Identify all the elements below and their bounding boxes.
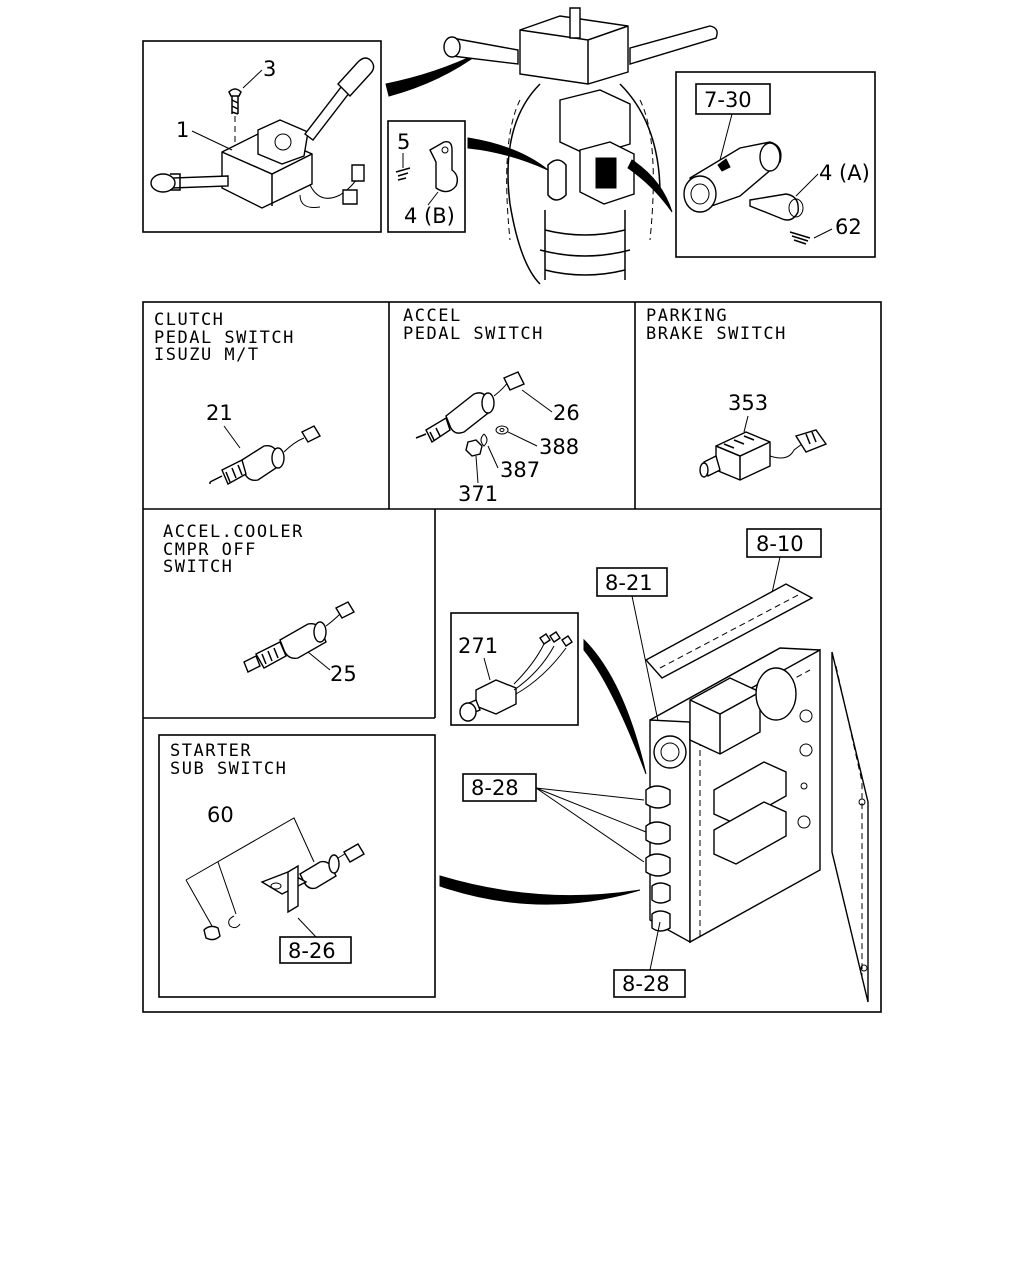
combination-switch-frame: [142, 40, 382, 233]
accel-pedal-switch-cell: ACCEL PEDAL SWITCH 26 388 387 371: [403, 306, 580, 506]
leader-part-4b: [427, 191, 439, 206]
label-part-25: 25: [330, 662, 357, 686]
label-part-5: 5: [397, 130, 410, 154]
leader-part-387: [487, 445, 499, 469]
arrow-to-column-top: [385, 51, 482, 97]
leader-part-60: [185, 817, 315, 927]
bolt-part-62: [789, 231, 811, 245]
leader-part-21: [223, 425, 241, 449]
combination-switch-panel: 3 1: [142, 40, 382, 233]
leader-part-4a: [795, 173, 819, 197]
label-part-1: 1: [176, 118, 189, 142]
label-part-3: 3: [263, 57, 276, 81]
accel-switch-part-26: [415, 371, 525, 444]
leader-part-62: [813, 228, 833, 239]
leader-ref-8-26: [297, 917, 317, 938]
label-part-4a: 4 (A): [819, 161, 870, 185]
clutch-title-line-1: CLUTCH: [154, 310, 224, 330]
leader-ref-7-30: [719, 113, 733, 161]
steering-column: [443, 7, 718, 285]
starter-sub-switch-cell: STARTER SUB SWITCH 60 8-26: [158, 734, 436, 998]
label-part-21: 21: [206, 401, 233, 425]
leader-part-1: [191, 130, 233, 151]
label-ref-7-30: 7-30: [704, 88, 752, 112]
cooler-title-line-3: SWITCH: [163, 557, 233, 577]
clutch-title-line-3: ISUZU M/T: [154, 345, 260, 365]
leader-part-388: [507, 431, 538, 447]
leader-ref-8-28-top: [535, 787, 647, 863]
starter-switch-part-60: [203, 843, 365, 941]
parking-title-line-1: PARKING: [646, 306, 728, 326]
starter-frame: [158, 734, 436, 998]
combination-switch-body: [150, 57, 375, 209]
cooler-switch-cell: ACCEL.COOLER CMPR OFF SWITCH 25: [163, 522, 357, 686]
bolt-part-5: [395, 167, 411, 181]
clamp-frame: [387, 120, 466, 233]
accel-title-line-1: ACCEL: [403, 306, 462, 326]
cooler-title-line-2: CMPR OFF: [163, 540, 257, 560]
clamp-part-4b: [429, 140, 459, 193]
parking-switch-part-353: [699, 429, 828, 481]
leader-part-26: [521, 389, 553, 413]
leader-part-371: [475, 455, 479, 484]
label-ref-8-28-top: 8-28: [471, 776, 519, 800]
washer-part-388: [495, 425, 509, 435]
clutch-title-line-2: PEDAL SWITCH: [154, 328, 295, 348]
label-part-388: 388: [539, 435, 579, 459]
label-ref-8-21: 8-21: [605, 571, 653, 595]
lockwasher-part-387: [480, 433, 488, 447]
leader-part-25: [307, 651, 331, 671]
ref-box-8-28-bottom: [613, 969, 686, 998]
label-part-62: 62: [835, 215, 862, 239]
label-part-4b: 4 (B): [404, 204, 455, 228]
harness-part-271: [459, 631, 573, 722]
clamp-panel: 5 4 (B): [387, 120, 466, 233]
label-part-60: 60: [207, 803, 234, 827]
screw-part-3: [228, 88, 242, 142]
clamp-part-4a: [749, 193, 799, 221]
nut-part-371: [465, 439, 483, 457]
ignition-panel: 7-30 4 (A) 62: [675, 71, 876, 258]
ref-box-7-30: [695, 83, 771, 115]
part-271-frame: [450, 612, 579, 726]
parking-brake-switch-cell: PARKING BRAKE SWITCH 353: [646, 306, 828, 481]
label-part-387: 387: [500, 458, 540, 482]
control-panel-cell: 8-10 8-21 271: [450, 528, 869, 1003]
label-ref-8-26: 8-26: [288, 939, 336, 963]
parking-title-line-2: BRAKE SWITCH: [646, 324, 787, 344]
ref-box-8-10: [746, 528, 822, 558]
cooler-title-line-1: ACCEL.COOLER: [163, 522, 304, 542]
switch-grid: [142, 301, 882, 1013]
label-ref-8-10: 8-10: [756, 532, 804, 556]
ignition-frame: [675, 71, 876, 258]
starter-title-line-1: STARTER: [170, 741, 252, 761]
label-part-26: 26: [553, 401, 580, 425]
label-ref-8-28-bottom: 8-28: [622, 972, 670, 996]
clutch-pedal-switch-cell: CLUTCH PEDAL SWITCH ISUZU M/T 21: [154, 310, 321, 485]
ref-box-8-28-top: [462, 773, 537, 802]
cooler-switch-part-25: [243, 601, 355, 673]
panel-switches: [645, 735, 687, 932]
instrument-panel-box: [644, 583, 869, 1003]
starter-title-line-2: SUB SWITCH: [170, 759, 287, 779]
label-part-271: 271: [458, 634, 498, 658]
leader-ref-8-28-bottom: [649, 921, 661, 971]
leader-part-271: [483, 657, 491, 681]
accel-title-line-2: PEDAL SWITCH: [403, 324, 544, 344]
leader-part-3: [242, 69, 263, 89]
grid-outer-frame: [142, 301, 882, 1013]
label-part-371: 371: [458, 482, 498, 506]
label-part-353: 353: [728, 391, 768, 415]
arrow-starter-to-panel: [439, 875, 641, 905]
clutch-switch-part-21: [209, 425, 321, 485]
arrow-column-to-7-30: [627, 159, 673, 213]
arrow-271-to-panel: [583, 638, 647, 775]
leader-part-353: [743, 415, 749, 433]
